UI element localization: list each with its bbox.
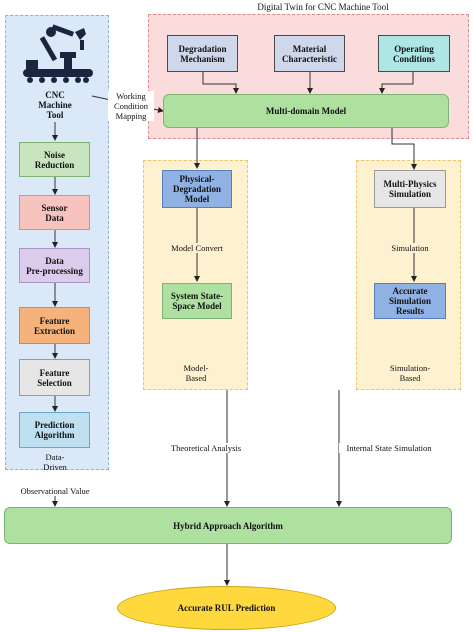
feature-selection-step: Feature Selection — [19, 359, 90, 396]
data-preprocessing-step: Data Pre-processing — [19, 248, 90, 283]
simulation-label: Simulation — [380, 243, 440, 253]
multi-domain-model-box: Multi-domain Model — [163, 94, 449, 128]
cnc-robot-arm-icon — [20, 22, 96, 88]
simulation-based-label: Simulation- Based — [389, 363, 431, 383]
noise-reduction-step: Noise Reduction — [19, 142, 90, 177]
digital-twin-title: Digital Twin for CNC Machine Tool — [257, 2, 389, 12]
accurate-simulation-results-box: Accurate Simulation Results — [374, 283, 446, 319]
data-driven-label: Data- Driven — [43, 452, 67, 472]
sensor-data-step: Sensor Data — [19, 195, 90, 230]
observational-value-label: Observational Value — [10, 486, 100, 496]
cnc-machine-label: CNC Machine Tool — [38, 90, 72, 120]
working-condition-mapping-label: Working Condition Mapping — [108, 91, 154, 121]
multi-physics-simulation-box: Multi-Physics Simulation — [374, 170, 446, 208]
system-state-space-model-box: System State- Space Model — [162, 283, 232, 319]
internal-state-simulation-label: Internal State Simulation — [339, 443, 439, 453]
theoretical-analysis-label: Theoretical Analysis — [166, 443, 246, 453]
hybrid-approach-algorithm-box: Hybrid Approach Algorithm — [4, 507, 452, 544]
material-characteristic-box: Material Characteristic — [274, 35, 345, 72]
model-based-label: Model- Based — [183, 363, 209, 383]
accurate-rul-prediction-ellipse: Accurate RUL Prediction — [117, 586, 336, 630]
feature-extraction-step: Feature Extraction — [19, 307, 90, 344]
model-convert-label: Model Convert — [160, 243, 234, 253]
physical-degradation-model-box: Physical- Degradation Model — [162, 170, 232, 208]
prediction-algorithm-step: Prediction Algorithm — [19, 412, 90, 448]
operating-conditions-box: Operating Conditions — [378, 35, 450, 72]
degradation-mechanism-box: Degradation Mechanism — [167, 35, 238, 72]
